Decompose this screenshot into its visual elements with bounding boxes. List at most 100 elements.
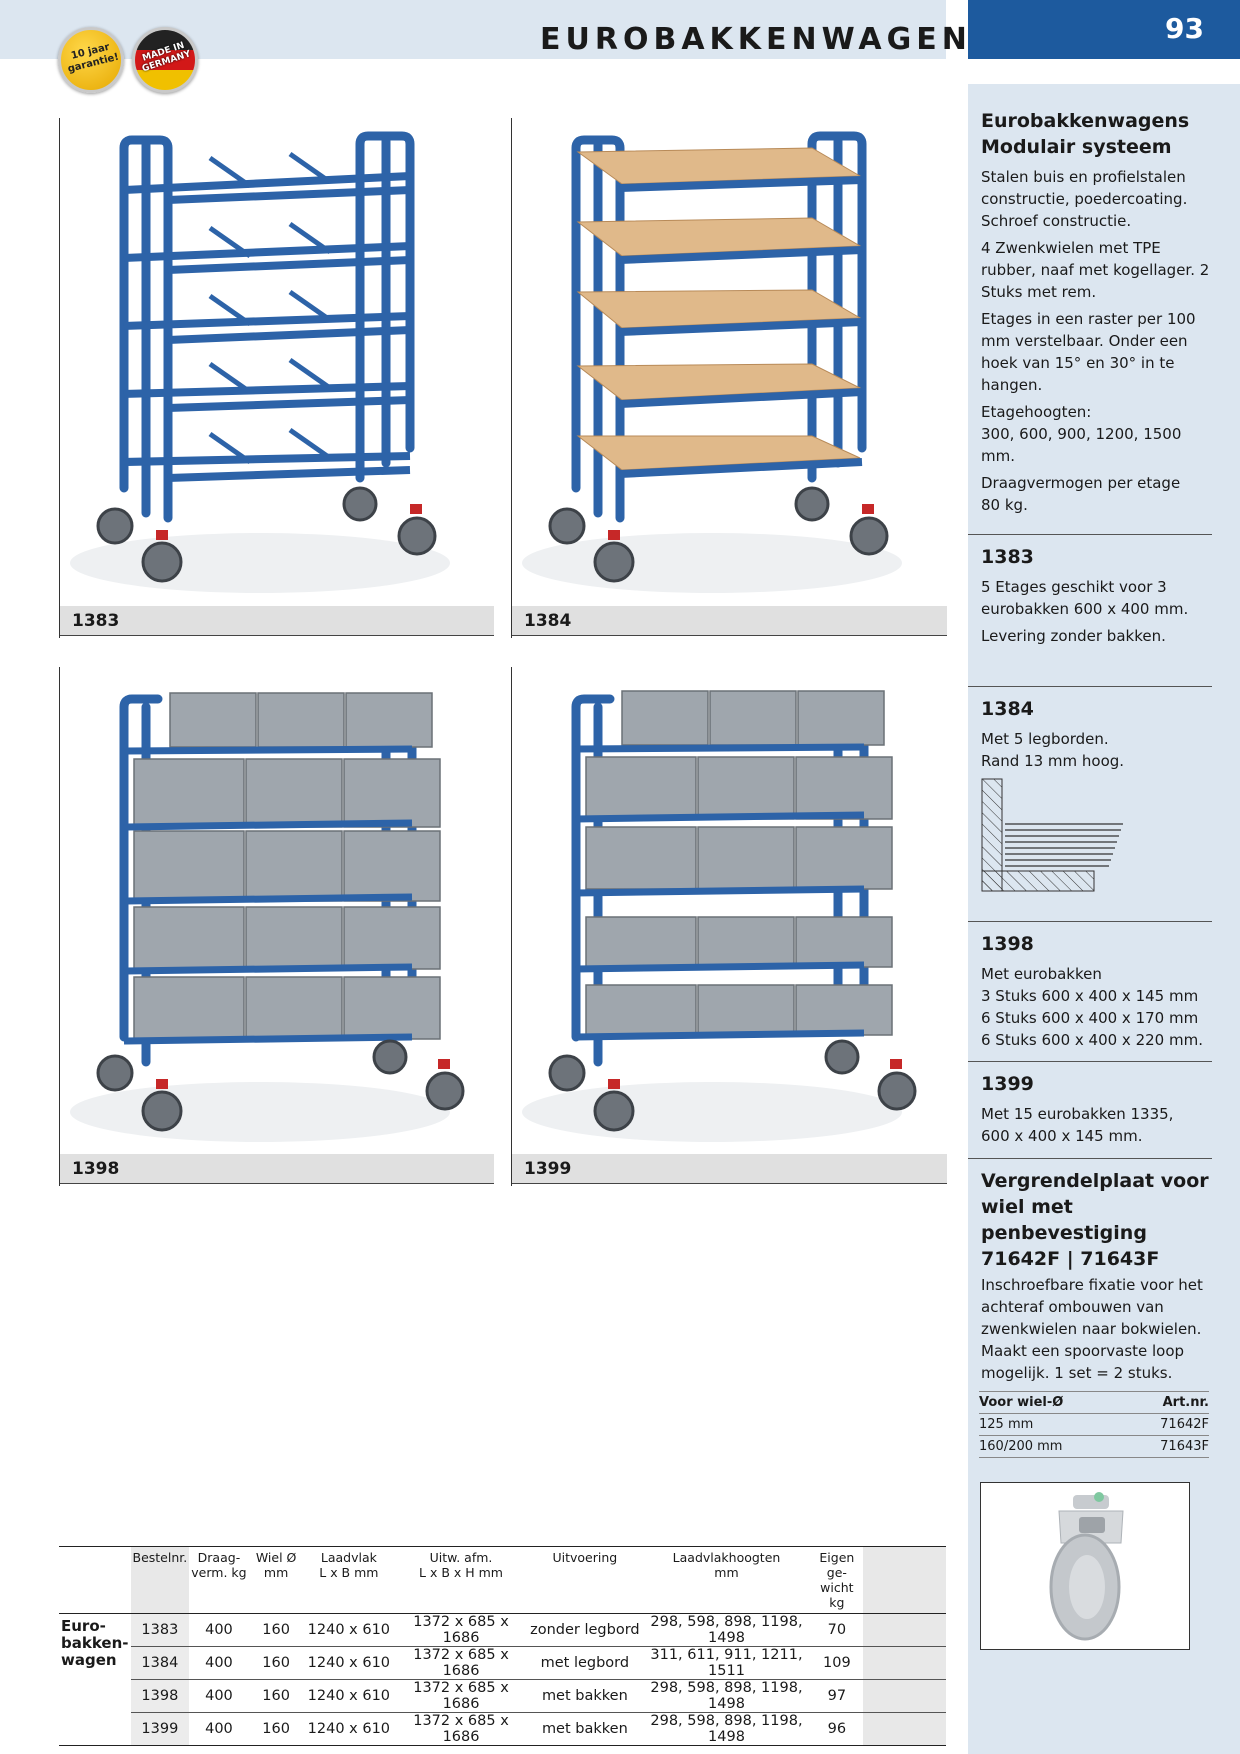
- section-1383-text-1: 5 Etages geschikt voor 3 eurobakken 600 …: [981, 578, 1189, 618]
- lockplate-heading-line2: wiel met penbevestiging: [981, 1196, 1147, 1244]
- panel-label-1398: 1398: [60, 1154, 494, 1184]
- wheel-table-row: 125 mm 71642F: [979, 1413, 1209, 1435]
- wheel-table-col-size: Voor wiel-Ø: [979, 1395, 1064, 1410]
- spec-cell-platform: 1240 x 610: [303, 1679, 395, 1713]
- intro-paragraph-5b: 80 kg.: [981, 496, 1028, 514]
- lockplate-text: Inschroefbare fixatie voor het achteraf …: [981, 1276, 1203, 1382]
- spec-cell-weight: 109: [811, 1646, 863, 1680]
- section-1384-text-1: Met 5 legborden.: [981, 730, 1109, 748]
- spec-header-blank: [862, 1546, 946, 1614]
- spec-cell-dims: 1372 x 685 x 1686: [394, 1712, 528, 1746]
- section-1398-line-2: 3 Stuks 600 x 400 x 145 mm: [981, 987, 1199, 1005]
- sidebar-section-1384: 1384 Met 5 legborden. Rand 13 mm hoog.: [981, 696, 1213, 772]
- spec-cell-dims: 1372 x 685 x 1686: [394, 1646, 528, 1680]
- spec-cell-dims: 1372 x 685 x 1686: [394, 1679, 528, 1713]
- spec-cell-weight: 96: [811, 1712, 863, 1746]
- section-1383-heading: 1383: [981, 546, 1034, 568]
- spec-cell-weight: 97: [811, 1679, 863, 1713]
- spec-cell-load: 400: [189, 1646, 249, 1680]
- intro-paragraph-5a: Draagvermogen per etage: [981, 474, 1181, 492]
- spec-cell-blank: [862, 1712, 946, 1746]
- spec-cell-load: 400: [189, 1712, 249, 1746]
- page-number: 93: [1165, 12, 1204, 45]
- spec-cell-blank: [862, 1679, 946, 1713]
- spec-cell-heights: 311, 611, 911, 1211, 1511: [641, 1646, 812, 1680]
- spec-cell-version: zonder legbord: [527, 1613, 642, 1647]
- section-1399-line-1: Met 15 eurobakken 1335,: [981, 1105, 1174, 1123]
- spec-group-empty: [59, 1713, 131, 1746]
- panel-label-1383: 1383: [60, 606, 494, 636]
- sidebar-divider: [968, 1158, 1212, 1159]
- section-1399-heading: 1399: [981, 1073, 1034, 1095]
- spec-header-dims: Uitw. afm.L x B x H mm: [419, 1550, 503, 1580]
- spec-group-label: Euro-bakken-wagen: [59, 1613, 131, 1713]
- wheel-art-nr: 71643F: [1160, 1439, 1209, 1454]
- sidebar-intro: Eurobakkenwagens Modulair systeem Stalen…: [981, 108, 1213, 516]
- product-panel-1383: 1383: [59, 118, 494, 638]
- spec-cell-nr: 1398: [130, 1679, 190, 1713]
- table-row: 1398 400 160 1240 x 610 1372 x 685 x 168…: [59, 1679, 946, 1713]
- spec-cell-platform: 1240 x 610: [303, 1613, 395, 1647]
- guarantee-badge-text: 10 jaar garantie!: [66, 41, 121, 75]
- panel-label-1399: 1399: [512, 1154, 947, 1184]
- trolley-1398-image: [60, 667, 492, 1154]
- trolley-1399-image: [512, 667, 945, 1154]
- spec-cell-heights: 298, 598, 898, 1198, 1498: [641, 1613, 812, 1647]
- shelf-edge-profile-icon: [981, 778, 1123, 892]
- spec-header-group: [59, 1547, 131, 1614]
- spec-cell-version: met bakken: [527, 1679, 642, 1713]
- spec-cell-nr: 1383: [130, 1613, 190, 1647]
- sidebar-divider: [968, 1061, 1212, 1062]
- sidebar-divider: [968, 921, 1212, 922]
- spec-cell-wheel: 160: [248, 1613, 304, 1647]
- wheel-size: 125 mm: [979, 1417, 1034, 1432]
- sidebar-divider: [968, 686, 1212, 687]
- sidebar-background: [968, 84, 1240, 1754]
- spec-cell-heights: 298, 598, 898, 1198, 1498: [641, 1679, 812, 1713]
- spec-cell-load: 400: [189, 1613, 249, 1647]
- product-panel-1384: 1384: [511, 118, 947, 638]
- sidebar-section-1399: 1399 Met 15 eurobakken 1335, 600 x 400 x…: [981, 1071, 1213, 1147]
- spec-cell-blank: [862, 1646, 946, 1680]
- lockplate-image-frame: [980, 1482, 1190, 1650]
- spec-cell-wheel: 160: [248, 1679, 304, 1713]
- guarantee-badge-icon: 10 jaar garantie!: [58, 27, 124, 93]
- spec-cell-weight: 70: [811, 1613, 863, 1647]
- section-1384-text-2: Rand 13 mm hoog.: [981, 752, 1125, 770]
- spec-cell-wheel: 160: [248, 1646, 304, 1680]
- table-row: Euro-bakken-wagen 1383 400 160 1240 x 61…: [59, 1613, 946, 1713]
- spec-header-load: Draag-verm. kg: [191, 1550, 247, 1580]
- section-1398-line-4: 6 Stuks 600 x 400 x 220 mm.: [981, 1031, 1203, 1049]
- section-1399-line-2: 600 x 400 x 145 mm.: [981, 1127, 1143, 1145]
- table-row: 1384 400 160 1240 x 610 1372 x 685 x 168…: [59, 1646, 946, 1680]
- wheel-table-header: Voor wiel-Ø Art.nr.: [979, 1391, 1209, 1413]
- section-1384-heading: 1384: [981, 698, 1034, 720]
- made-in-germany-badge-icon: MADE IN GERMANY: [132, 27, 198, 93]
- wheel-art-nr: 71642F: [1160, 1417, 1209, 1432]
- section-1398-heading: 1398: [981, 933, 1034, 955]
- section-1398-line-1: Met eurobakken: [981, 965, 1102, 983]
- sidebar-section-1383: 1383 5 Etages geschikt voor 3 eurobakken…: [981, 544, 1213, 647]
- intro-heading-line2: Modulair systeem: [981, 136, 1172, 158]
- intro-paragraph-1: Stalen buis en profielstalen constructie…: [981, 168, 1188, 230]
- table-row: 1399 400 160 1240 x 610 1372 x 685 x 168…: [59, 1712, 946, 1746]
- intro-paragraph-3: Etages in een raster per 100 mm verstelb…: [981, 310, 1196, 394]
- trolley-1384-image: [512, 118, 945, 606]
- sidebar-divider: [968, 534, 1212, 535]
- sidebar-section-1398: 1398 Met eurobakken 3 Stuks 600 x 400 x …: [981, 931, 1213, 1051]
- spec-cell-nr: 1384: [130, 1646, 190, 1680]
- page-number-box: 93: [968, 0, 1240, 59]
- trolley-1383-image: [60, 118, 492, 606]
- panel-label-1384: 1384: [512, 606, 947, 636]
- castor-wheel-image: [1049, 1492, 1124, 1641]
- spec-cell-platform: 1240 x 610: [303, 1646, 395, 1680]
- intro-paragraph-4b: 300, 600, 900, 1200, 1500 mm.: [981, 425, 1182, 465]
- wheel-table-row: 160/200 mm 71643F: [979, 1435, 1209, 1458]
- spec-header-weight: Eigen ge-wicht kg: [819, 1550, 855, 1610]
- product-panel-1399: 1399: [511, 667, 947, 1186]
- section-1383-text-2: Levering zonder bakken.: [981, 627, 1166, 645]
- wheel-size: 160/200 mm: [979, 1439, 1063, 1454]
